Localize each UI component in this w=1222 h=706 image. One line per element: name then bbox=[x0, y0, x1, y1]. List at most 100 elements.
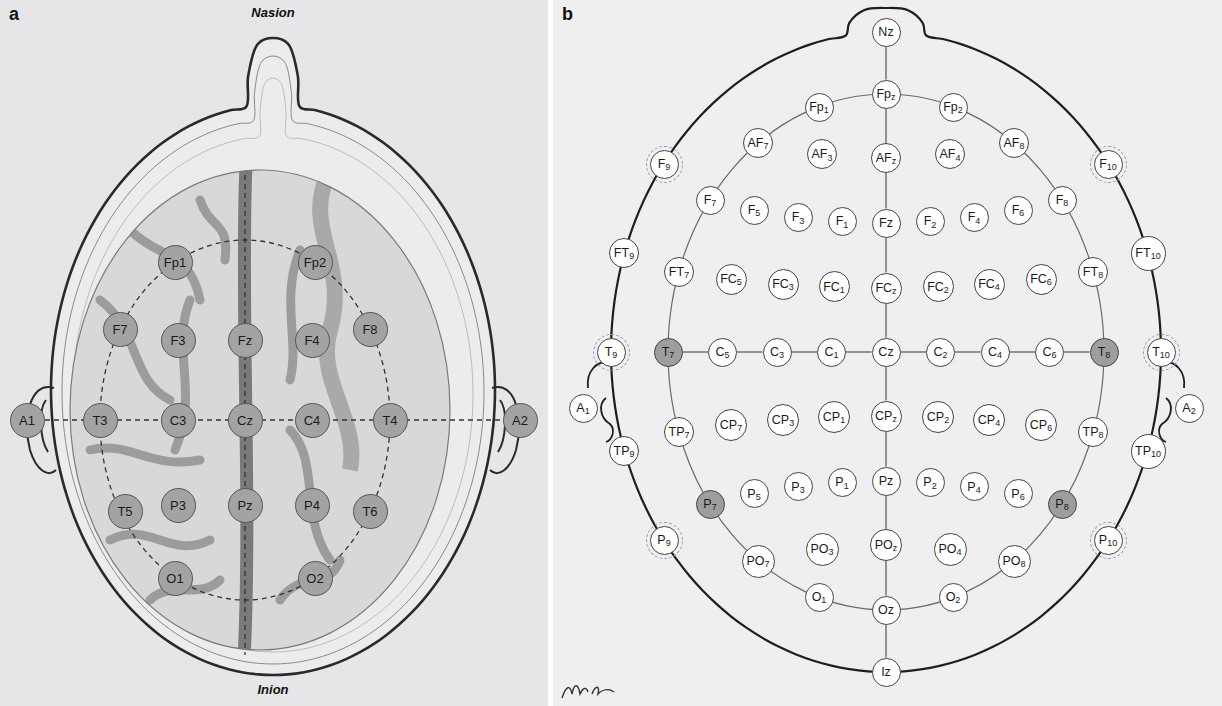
electrode-label-index: 5 bbox=[737, 277, 742, 287]
electrode-label-main: TP bbox=[614, 444, 630, 458]
electrode-label-main: C bbox=[770, 345, 779, 359]
electrode-label-index: 8 bbox=[1019, 141, 1024, 151]
electrode: T10 bbox=[1147, 338, 1176, 367]
electrode-label-index: 10 bbox=[1107, 538, 1117, 548]
electrode-label-main: Iz bbox=[881, 665, 891, 679]
electrode-label-index: 8 bbox=[1098, 270, 1103, 280]
electrode-label: Cz bbox=[878, 346, 893, 359]
electrode: FC1 bbox=[819, 271, 850, 302]
electrode-label-index: 4 bbox=[995, 418, 1000, 428]
electrode-label-index: 1 bbox=[821, 595, 826, 605]
electrode-label-index: 4 bbox=[997, 350, 1002, 360]
electrode-label: C5 bbox=[715, 346, 729, 359]
electrode: P4 bbox=[295, 488, 330, 523]
electrode-label: FC3 bbox=[772, 278, 794, 291]
electrode-label-main: Pz bbox=[879, 474, 894, 488]
electrode: PO3 bbox=[806, 533, 839, 566]
electrode-label-index: 9 bbox=[629, 449, 634, 459]
electrode-label-main: FC bbox=[978, 277, 995, 291]
electrode-label: P2 bbox=[923, 476, 936, 489]
electrode-label-index: 1 bbox=[824, 105, 829, 115]
electrode-label: Fp2 bbox=[943, 101, 963, 114]
grid-line bbox=[846, 351, 872, 352]
electrode: F10 bbox=[1094, 150, 1123, 179]
electrode-label: CP6 bbox=[1030, 419, 1052, 432]
electrode: FT8 bbox=[1078, 257, 1108, 287]
electrode-label-index: 8 bbox=[1021, 559, 1026, 569]
electrode-label-index: 10 bbox=[1160, 350, 1170, 360]
electrode-label-index: 9 bbox=[612, 350, 617, 360]
electrode-label: T10 bbox=[1152, 346, 1170, 359]
electrode: FT9 bbox=[609, 238, 639, 268]
electrode-label: O2 bbox=[946, 591, 961, 604]
electrode: C3 bbox=[161, 403, 196, 438]
electrode-label: P8 bbox=[1055, 498, 1068, 511]
electrode-label: P4 bbox=[304, 499, 320, 512]
electrode-label: PO8 bbox=[1002, 555, 1025, 568]
electrode-label-main: CP bbox=[823, 410, 840, 424]
electrode-label: O1 bbox=[166, 572, 183, 585]
electrode-label-main: FT bbox=[1135, 246, 1150, 260]
electrode-label: C6 bbox=[1042, 346, 1056, 359]
electrode: C1 bbox=[817, 338, 846, 367]
electrode-label-main: F bbox=[968, 210, 976, 224]
electrode-label-index: 2 bbox=[931, 220, 936, 230]
electrode-label-index: 6 bbox=[1047, 277, 1052, 287]
electrode: F4 bbox=[960, 203, 989, 232]
electrode-label: Fp2 bbox=[304, 256, 326, 269]
electrode-label-main: P bbox=[967, 480, 975, 494]
electrode-label-index: z bbox=[892, 414, 897, 424]
electrode: P8 bbox=[1048, 490, 1077, 519]
grid-line bbox=[885, 173, 886, 209]
electrode: A1 bbox=[569, 394, 598, 423]
electrode-label-index: 3 bbox=[779, 350, 784, 360]
electrode-label: P9 bbox=[657, 534, 670, 547]
electrode-label-main: F bbox=[1056, 193, 1064, 207]
electrode-label: POz bbox=[875, 539, 898, 552]
grid-line bbox=[885, 47, 886, 80]
electrode-label: TP8 bbox=[1083, 426, 1104, 439]
electrode-label-main: T bbox=[662, 345, 670, 359]
electrode-label: F4 bbox=[968, 211, 981, 224]
electrode-label: F7 bbox=[112, 323, 127, 336]
grid-line bbox=[1064, 351, 1090, 352]
electrode-label: AF4 bbox=[940, 148, 961, 161]
electrode: P7 bbox=[696, 490, 725, 519]
electrode: Cz bbox=[228, 403, 263, 438]
electrode-label: FC6 bbox=[1030, 273, 1052, 286]
electrode-label: Oz bbox=[878, 604, 894, 617]
electrode: P1 bbox=[828, 468, 857, 497]
brain bbox=[70, 160, 470, 660]
electrode: P10 bbox=[1094, 526, 1123, 555]
electrode-label-index: 6 bbox=[1019, 208, 1024, 218]
electrode-label-main: Nz bbox=[878, 25, 893, 39]
electrode-label-index: 2 bbox=[958, 105, 963, 115]
electrode-label-main: Oz bbox=[878, 603, 894, 617]
electrode-label: A2 bbox=[1182, 402, 1195, 415]
electrode-label-main: FT bbox=[614, 246, 629, 260]
electrode-label: C1 bbox=[824, 346, 838, 359]
electrode: F7 bbox=[696, 186, 725, 215]
electrode-label: P3 bbox=[791, 481, 804, 494]
electrode-label-main: CP bbox=[720, 418, 737, 432]
electrode-label-main: TP bbox=[669, 425, 685, 439]
grid-line bbox=[737, 351, 763, 352]
electrode-label-main: AF bbox=[812, 147, 828, 161]
electrode: P2 bbox=[916, 468, 945, 497]
electrode-label: T9 bbox=[605, 346, 618, 359]
electrode-label-main: AF bbox=[1004, 136, 1020, 150]
electrode-label-index: 2 bbox=[944, 415, 949, 425]
electrode-label: TP10 bbox=[1135, 445, 1161, 458]
electrode-label-index: 8 bbox=[1063, 198, 1068, 208]
electrode-label: FT9 bbox=[614, 247, 634, 260]
electrode-label-index: 7 bbox=[684, 270, 689, 280]
electrode-label-index: 4 bbox=[995, 282, 1000, 292]
grid-line bbox=[885, 496, 886, 530]
electrode-label-index: 5 bbox=[725, 350, 730, 360]
electrode-label-main: Fp bbox=[809, 100, 824, 114]
electrode-label-index: z bbox=[892, 286, 897, 296]
electrode-label-main: F bbox=[1099, 157, 1107, 171]
electrode: Pz bbox=[228, 488, 263, 523]
electrode-label: AF8 bbox=[1004, 137, 1025, 150]
electrode: T9 bbox=[597, 338, 626, 367]
